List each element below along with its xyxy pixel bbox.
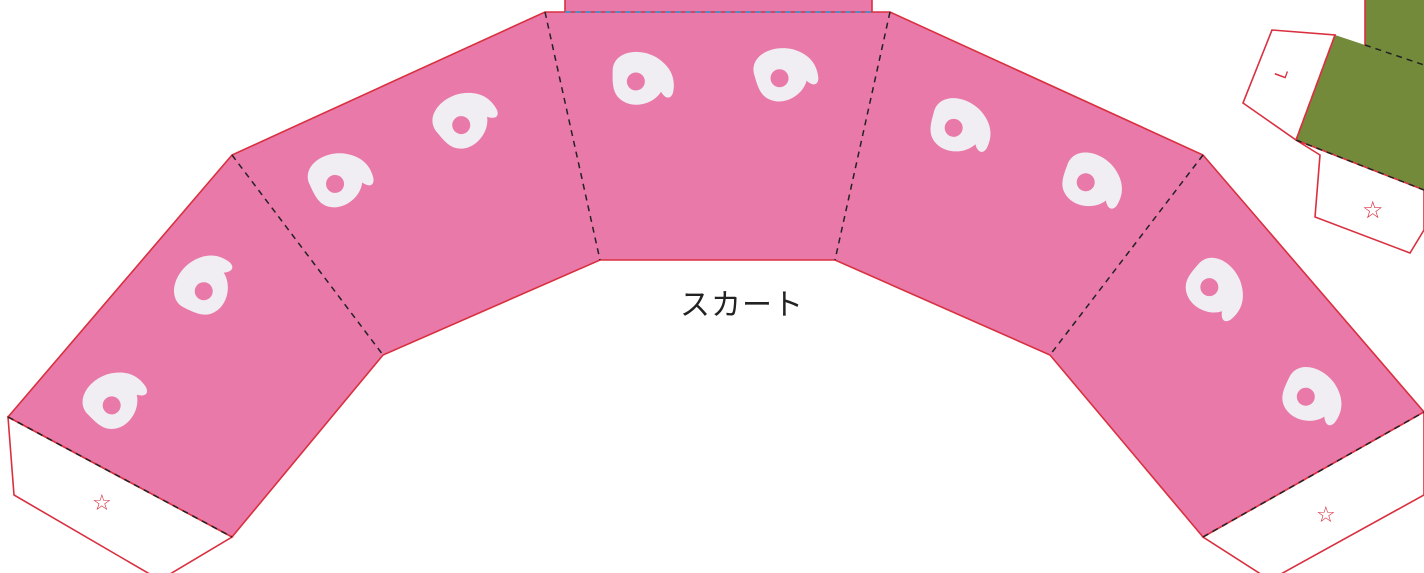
paisley-shape (302, 142, 379, 215)
paisley-shape (923, 91, 1000, 163)
paisley-shape (1054, 145, 1133, 220)
skirt-part: ☆ ☆ (6, 0, 1424, 573)
paisley-shape (424, 78, 506, 158)
glue-tab-left-star: ☆ (92, 491, 112, 516)
adjacent-part: L ☆ (1242, 0, 1424, 254)
adjacent-part-fold-line (1295, 139, 1424, 191)
adjacent-part-bottom-tab (1295, 139, 1424, 254)
paisley-shape (1273, 358, 1354, 437)
paisley-shape (74, 358, 156, 439)
paisley-shape (609, 49, 677, 108)
skirt-top-tab (565, 0, 872, 12)
panel-fold-line-3 (834, 11, 891, 261)
part-name-label: スカート (680, 288, 804, 323)
glue-tab-left-fold-line (7, 416, 233, 538)
paisley-shape (165, 243, 244, 324)
panel-fold-line-1 (231, 154, 384, 356)
paisley-shape (749, 41, 822, 106)
glue-tab-right-fold-line (1202, 411, 1424, 538)
panel-fold-line-2 (544, 11, 601, 261)
adjacent-part-panel (1296, 0, 1424, 190)
glue-tab-right-star: ☆ (1316, 503, 1336, 528)
glue-tab-right (1201, 411, 1424, 573)
paisley-shape (1175, 249, 1258, 331)
panel-fold-line-4 (1049, 154, 1204, 356)
adjacent-part-fold-line-vertical (1295, 34, 1336, 141)
paisley-pattern (74, 41, 1354, 439)
adjacent-part-star-mark: ☆ (1362, 196, 1384, 224)
